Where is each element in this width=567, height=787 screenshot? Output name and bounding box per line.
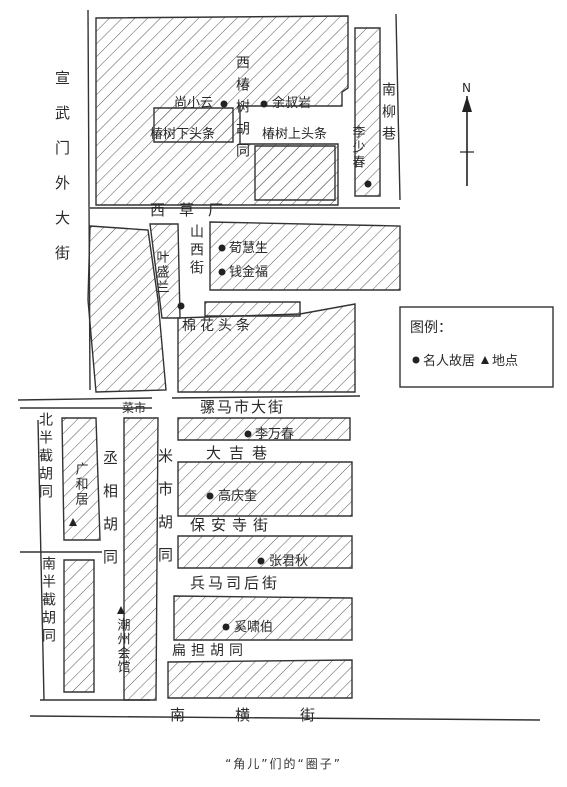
residence-shangxiaoyun: 尚小云 [174,96,213,111]
legend-title: 图例： [410,320,452,336]
north-label: N [462,81,471,95]
figure-caption: “角儿”们的“圈子” [225,757,342,771]
block [177,535,353,569]
block [177,303,356,393]
block [354,27,381,197]
street-nanheng: 南横街 [170,706,365,724]
residence-marker-icon [412,356,420,364]
residence-dot [257,557,265,565]
city-blocks [61,15,401,701]
residence-dot [244,430,252,438]
street-baoansi: 保安寺街 [190,516,274,534]
residence-lishaochun: 李少春 [350,125,366,170]
street-biandan: 扁担胡同 [172,643,248,659]
place-triangle-icon [69,518,77,526]
street-xuanwumen: 宣武门外大街 [53,70,71,280]
residence-yushuyan: 余叔岩 [272,95,311,111]
residence-dot [177,302,185,310]
street-nanliuxiang: 南柳巷 [380,82,396,148]
block [87,225,167,393]
street-mishi: 米市胡同 [156,448,174,580]
street-dajixiang: 大吉巷 [206,444,275,462]
residence-dot [364,180,372,188]
block [153,107,234,143]
residence-dot [206,492,214,500]
legend-residence: 名人故居 [423,353,475,369]
block [123,417,159,701]
residence-qianjinfu: 钱金福 [229,264,268,280]
place-triangle-icon [117,606,125,614]
streets [17,9,541,721]
residence-markers: 尚小云 余叔岩 李少春 荀慧生 钱金福 叶盛兰 李万春 高庆奎 张君秋 奚啸伯 [154,95,372,635]
residence-xiaoxiaopo: 奚啸伯 [234,620,273,635]
street-mianhua: 棉花头条 [182,317,254,334]
street-shanxijie: 山西街 [188,224,204,278]
residence-xunhuisheng: 荀慧生 [229,240,268,256]
block [177,461,353,517]
block [63,559,95,693]
place-marker-icon [481,356,489,364]
residence-zhangjunqiu: 张君秋 [269,554,308,569]
block [209,221,401,291]
residence-dot [220,100,228,108]
street-xichunshu: 西椿树胡同 [234,55,250,165]
residence-yeshenglan: 叶盛兰 [154,250,170,295]
legend-place: 地点 [492,354,518,369]
street-beibanjie: 北半截胡同 [37,412,53,502]
street-labels: 宣武门外大街 西椿树胡同 南柳巷 椿树下头条 椿树上头条 西草厂 山西街 棉花头… [37,55,396,724]
residence-dot [260,100,268,108]
block [167,659,353,699]
block [254,145,336,201]
street-luomashi: 骡马市大街 [200,398,285,416]
residence-dot [218,244,226,252]
place-chaozhou: 潮州会馆 [115,618,131,674]
residence-liwanchun: 李万春 [255,427,294,442]
place-markers: 广和居 潮州会馆 [69,462,130,674]
block [61,417,101,541]
north-arrow: N [460,81,474,186]
street-xicaochang: 西草厂 [150,201,237,219]
place-guanghe: 广和居 [73,462,89,507]
residence-dot [218,268,226,276]
street-caishi: 菜市 [122,400,146,415]
block [173,595,353,641]
street-nanbanjie: 南半截胡同 [40,556,56,646]
street-chunshushang: 椿树上头条 [262,126,327,142]
street-bingmasi: 兵马司后街 [190,574,280,592]
residence-gaoqingkui: 高庆奎 [218,488,257,504]
residence-dot [222,623,230,631]
block [177,417,351,441]
street-chunshuxia: 椿树下头条 [150,126,215,142]
street-chengxiang: 丞相胡同 [101,450,119,582]
legend-box: 图例： 名人故居 地点 [399,306,554,388]
